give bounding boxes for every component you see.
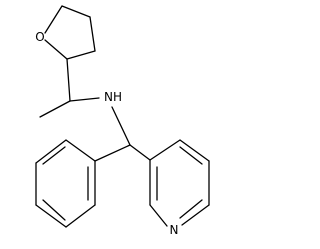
bond-c2-ch [66, 58, 71, 102]
pyridine-bond-4 [181, 204, 210, 226]
bond-benzylic-pyridine [129, 144, 151, 161]
bond-c5-o [44, 5, 63, 34]
bond-n-benzylic [111, 106, 131, 146]
phenyl-bond-2 [35, 139, 67, 164]
bond-c3-c4 [89, 16, 96, 52]
pyridine-bond-5 [149, 204, 168, 227]
molecule-diagram: O NH N [35, 5, 210, 237]
pyridine-nitrogen-label: N [170, 223, 179, 237]
bond-c4-c5 [61, 5, 91, 18]
structure-canvas: O NH N [35, 5, 210, 237]
phenyl-ring [35, 139, 96, 228]
phenyl-double-2 [42, 199, 66, 221]
bond-c2-c3 [66, 50, 96, 60]
oxygen-atom-label: O [35, 30, 44, 44]
bond-ch-n [69, 97, 100, 102]
pyridine-double-2 [179, 199, 203, 219]
pyridine-bond-2 [179, 139, 210, 162]
phenyl-bond-4 [35, 204, 67, 228]
amine-atom-label: NH [104, 90, 122, 104]
pyridine-ring [149, 139, 210, 227]
phenyl-bond-1 [65, 139, 96, 162]
bond-ch-methyl [39, 100, 71, 118]
pyridine-double-1 [179, 146, 203, 165]
phenyl-double-1 [42, 146, 66, 165]
bond-benzylic-phenyl [94, 144, 131, 162]
thf-ring [44, 5, 96, 60]
ethyl-linker [39, 58, 100, 118]
pyridine-bond-1 [149, 139, 181, 161]
bond-o-c2 [44, 39, 68, 60]
phenyl-bond-5 [65, 204, 96, 228]
